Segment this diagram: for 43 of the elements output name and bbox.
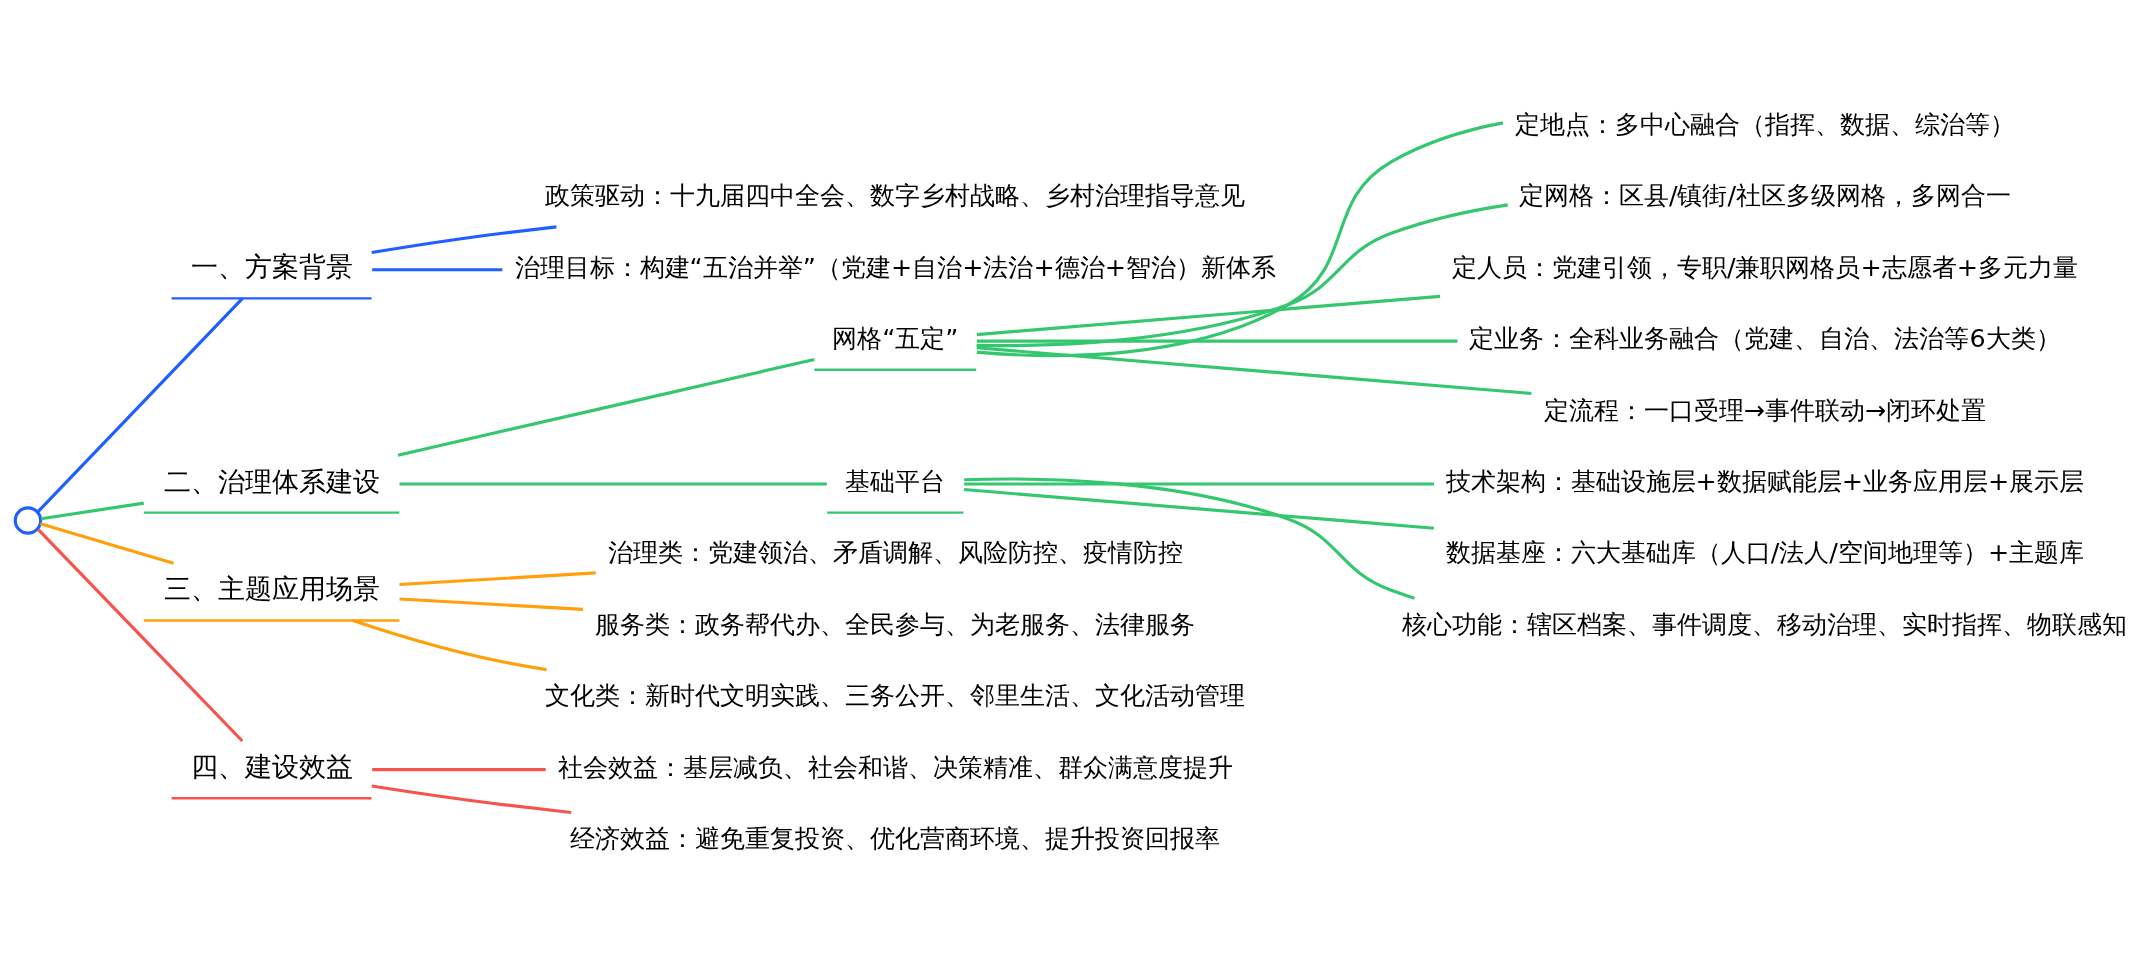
connector [399,597,583,611]
node-text: 治理目标：构建“五治并举”（党建+自治+法治+德治+智治）新体系 [514,251,1276,282]
connector [399,482,827,486]
node-text: 核心功能：辖区档案、事件调度、移动治理、实时指挥、物联感知 [1402,608,2128,639]
node-text: 数据基座：六大基础库（人口/法人/空间地理等）+主题库 [1445,537,2085,568]
connector [976,294,1441,337]
node-text: 定业务：全科业务融合（党建、自治、法治等6大类） [1469,323,2061,354]
connector [371,784,572,815]
connector [397,357,815,457]
node-text: 二、治理体系建设 [163,466,380,497]
node-text: 定人员：党建引领，专职/兼职网格员+志愿者+多元力量 [1451,251,2079,282]
node-text: 三、主题应用场景 [163,574,380,605]
connector [40,501,145,521]
connector [36,297,244,514]
node-text: 文化类：新时代文明实践、三务公开、邻里生活、文化活动管理 [545,680,1246,711]
connector [964,482,1434,486]
connector [371,225,557,255]
node-text: 定流程：一口受理→事件联动→闭环处置 [1543,394,1987,425]
node-text: 社会效益：基层减负、社会和谐、决策精准、群众满意度提升 [557,751,1233,782]
node-text: 定地点：多中心融合（指挥、数据、综治等） [1514,108,2015,139]
node-text: 一、方案背景 [190,252,353,283]
connector [36,528,244,743]
node-text: 服务类：政务帮代办、全民参与、为老服务、法律服务 [595,608,1196,639]
connector [40,522,174,565]
connector [976,339,1458,343]
connector [372,768,546,772]
node-text: 四、建设效益 [190,752,353,783]
connector [976,121,1504,358]
connector [976,203,1509,348]
node-text: 基础平台 [845,466,946,497]
node-circle [13,506,43,535]
connector [352,619,547,672]
node-text: 治理类：党建领治、矛盾调解、风险防控、疫情防控 [607,537,1183,568]
node-text: 政策驱动：十九届四中全会、数字乡村战略、乡村治理指导意见 [545,180,1246,211]
node-text: 技术架构：基础设施层+数据赋能层+业务应用层+展示层 [1445,466,2085,497]
connector [372,268,503,272]
node-text: 网格“五定” [832,323,959,354]
connector [964,477,1415,600]
connector [399,571,596,587]
connector [964,487,1435,530]
node-text: 经济效益：避免重复投资、优化营商环境、提升投资回报率 [570,823,1221,854]
node-text: 定网格：区县/镇街/社区多级网格，多网合一 [1518,180,2012,211]
connector [976,346,1532,396]
